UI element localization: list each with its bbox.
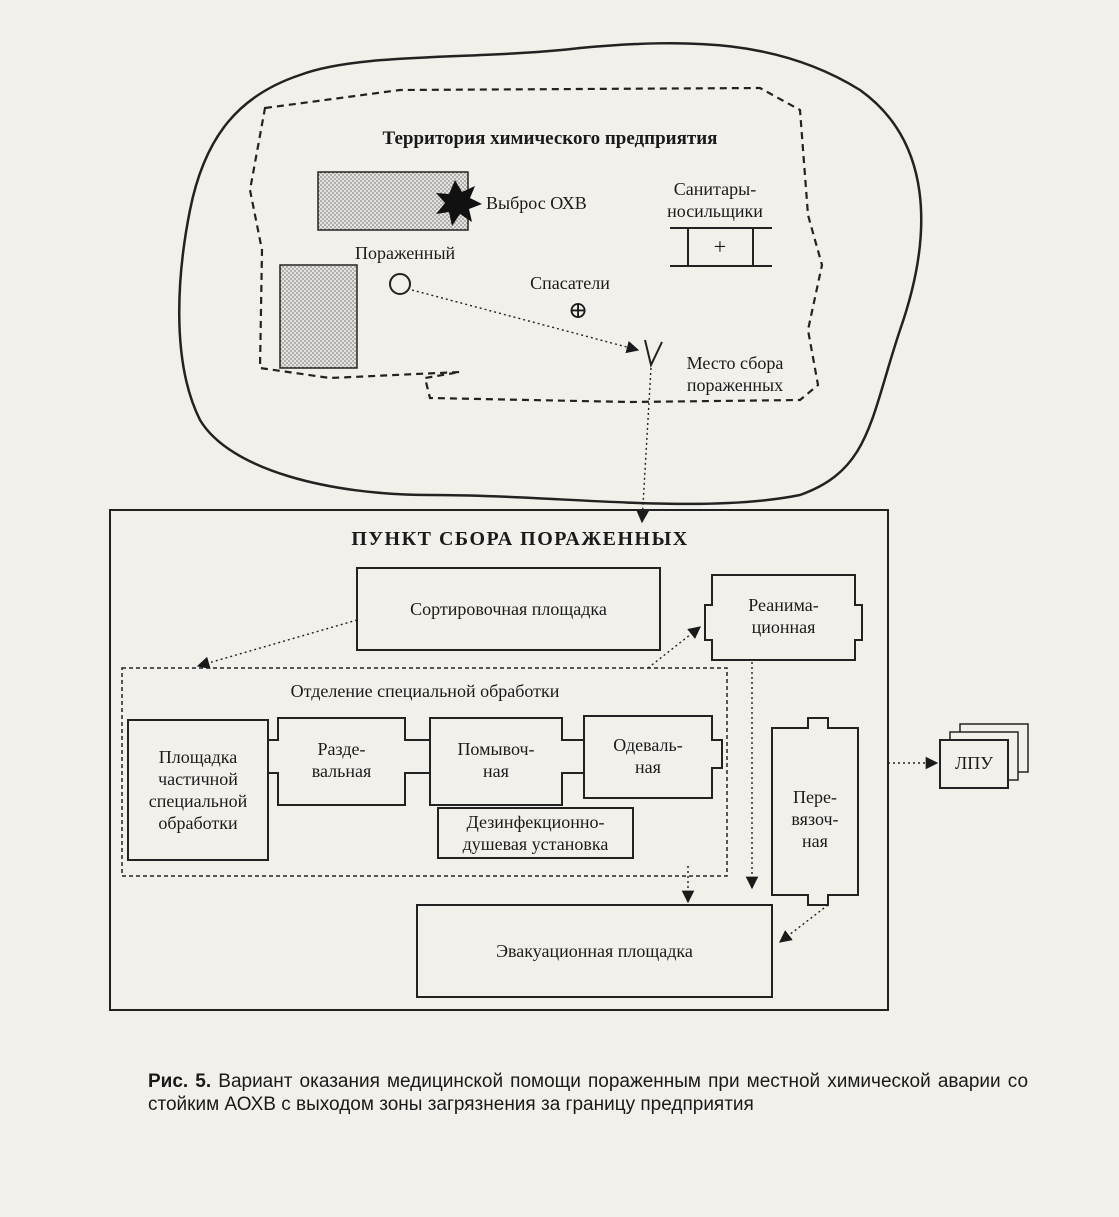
enterprise-boundary <box>248 86 824 404</box>
reanimation-box <box>704 574 863 661</box>
gathering-point-label: Место сбора пораженных <box>686 353 784 395</box>
reanimation-label: Реанима- ционная <box>748 595 819 637</box>
station-title: ПУНКТ СБОРА ПОРАЖЕННЫХ <box>351 528 689 550</box>
bandaging-room-box <box>771 717 859 906</box>
gathering-point-icon <box>644 339 663 368</box>
undressing-room-label: Разде- вальная <box>311 739 372 781</box>
victim-to-gathering-arrow <box>411 289 640 354</box>
partial-treatment-box <box>127 719 269 861</box>
sorting-area-box <box>356 567 661 651</box>
bandaging-room-label: Пере- вязоч- ная <box>791 787 839 851</box>
building-left <box>279 264 358 369</box>
figure-caption-text: Вариант оказания медицинской помощи пора… <box>148 1071 1029 1115</box>
release-label: Выброс ОХВ <box>486 193 587 213</box>
washing-room-label: Помывоч- ная <box>457 739 535 781</box>
figure-number: Рис. 5. <box>148 1071 212 1092</box>
evacuation-area-box <box>416 904 773 998</box>
hospital-label: ЛПУ <box>955 753 993 773</box>
disinfection-unit-label: Дезинфекционно- душевая установка <box>462 812 609 854</box>
gathering-to-station-arrow <box>636 367 652 524</box>
stretcher-plus-symbol: + <box>713 234 727 259</box>
building-top <box>317 171 469 231</box>
victim-icon <box>389 273 411 295</box>
stretcher-icon <box>670 227 772 267</box>
disinfection-unit-box <box>437 807 634 859</box>
bandaging-to-evacuation-arrow <box>779 904 829 943</box>
special-dept-label: Отделение специальной обработки <box>290 681 560 701</box>
undressing-room-box <box>267 717 431 806</box>
special-treatment-dept-frame <box>121 667 728 877</box>
dressing-room-label: Одеваль- ная <box>613 735 683 777</box>
victim-label: Пораженный <box>355 243 456 263</box>
collection-station-frame <box>109 509 889 1011</box>
sorting-area-label: Сортировочная площадка <box>410 599 607 619</box>
figure-caption: Рис. 5. Вариант оказания медицинской пом… <box>148 1070 1028 1116</box>
release-burst-icon <box>436 180 482 226</box>
hospital-stack <box>939 723 1029 789</box>
partial-treatment-label: Площадка частичной специальной обработки <box>148 747 248 833</box>
sorting-to-special-arrow <box>196 619 358 669</box>
dressing-room-box <box>583 715 723 799</box>
stretcher-bearers-label: Санитары- носильщики <box>667 179 763 221</box>
contamination-zone-outline <box>178 41 923 506</box>
rescuers-icon: ⊕ <box>567 298 589 324</box>
territory-title: Территория химического предприятия <box>382 128 718 149</box>
evacuation-area-label: Эвакуационная площадка <box>496 941 693 961</box>
rescuers-label: Спасатели <box>530 273 610 293</box>
special-to-reanimation-arrow <box>647 626 701 669</box>
